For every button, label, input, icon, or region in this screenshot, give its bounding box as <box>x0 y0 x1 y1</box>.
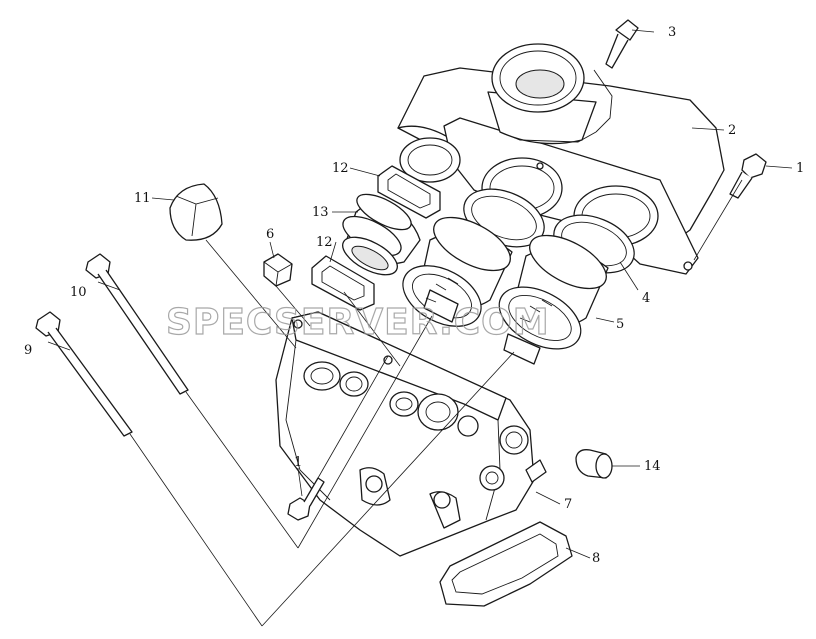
bolt-1-lower <box>287 477 325 521</box>
cap-11 <box>169 183 223 241</box>
label-2: 2 <box>728 123 736 138</box>
watermark: SPECSERVER.COM <box>166 302 550 343</box>
bellows-sleeve-13 <box>342 193 421 276</box>
gasket-8 <box>439 521 573 607</box>
label-8: 8 <box>592 551 600 566</box>
label-1-bottom: 1 <box>294 455 302 470</box>
callout-labels: 1 2 3 4 5 6 7 8 9 10 11 12 12 13 14 1 <box>24 25 804 566</box>
label-1-top: 1 <box>796 161 804 176</box>
label-7: 7 <box>564 497 572 512</box>
upper-cover-housing <box>397 43 725 275</box>
label-9: 9 <box>24 343 32 358</box>
long-bolt-9 <box>35 311 133 437</box>
valve-body-7 <box>275 311 547 557</box>
piston-assembly-5 <box>498 234 609 365</box>
long-bolt-10 <box>85 253 189 395</box>
label-12-top: 12 <box>332 161 349 176</box>
gasket-12-lower <box>311 255 375 311</box>
label-13: 13 <box>312 205 329 220</box>
label-5: 5 <box>616 317 624 332</box>
label-10: 10 <box>70 285 87 300</box>
plug-6 <box>263 253 293 287</box>
leader-lines <box>47 29 793 627</box>
gasket-12-upper <box>377 165 441 219</box>
label-4: 4 <box>642 291 650 306</box>
screw-3 <box>605 19 639 69</box>
label-3: 3 <box>668 25 676 40</box>
nut-14 <box>575 449 613 479</box>
label-12-mid: 12 <box>316 235 333 250</box>
label-11: 11 <box>134 191 151 206</box>
label-14: 14 <box>644 459 661 474</box>
piston-assembly-left <box>402 216 513 327</box>
label-6: 6 <box>266 227 274 242</box>
